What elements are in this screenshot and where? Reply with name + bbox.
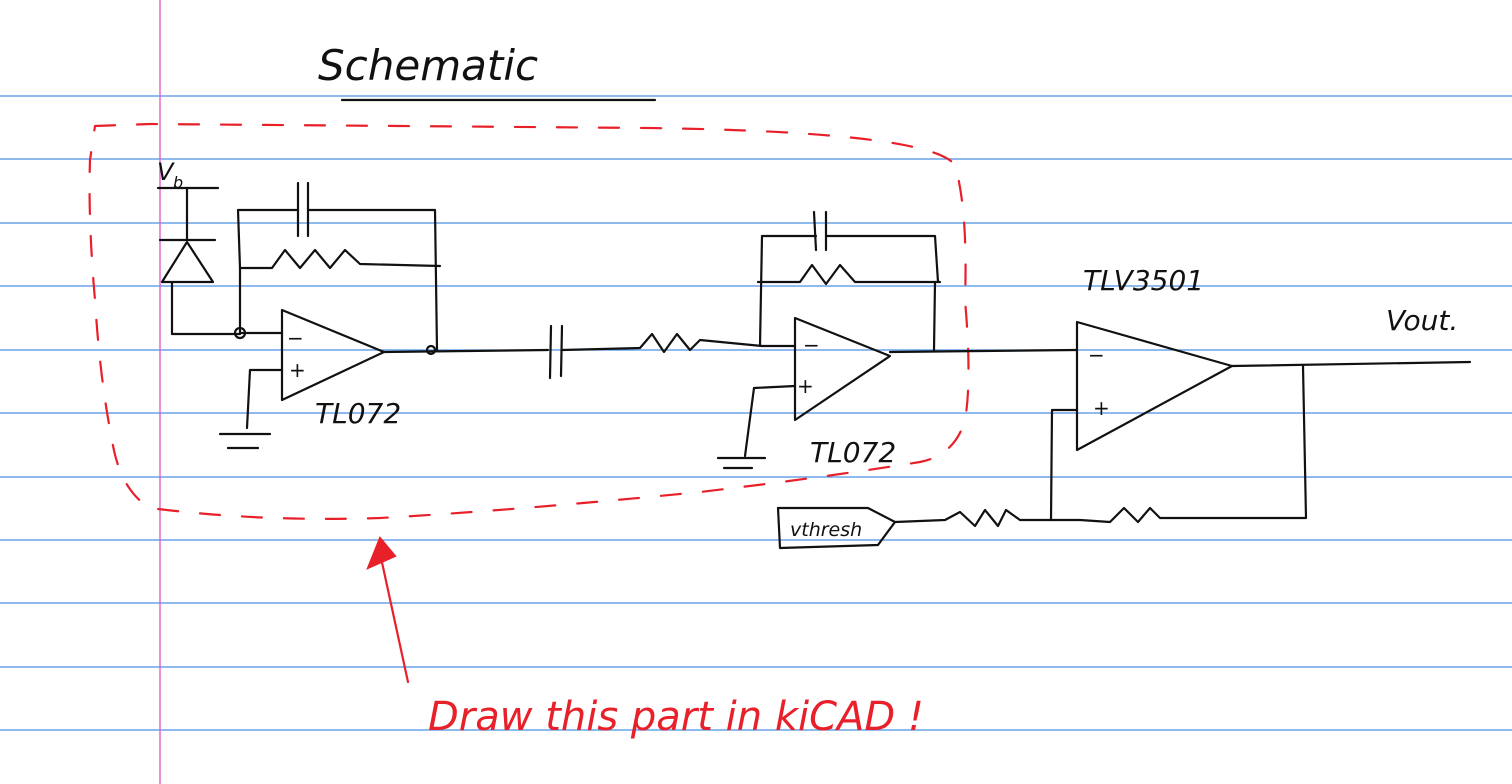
comparator-label: TLV3501	[1083, 264, 1204, 297]
threshold-label: vthresh	[790, 519, 862, 541]
selection-region	[88, 122, 970, 520]
comparator-plus: +	[1093, 396, 1110, 420]
feedback-network-2	[756, 210, 942, 352]
opamp1-minus: −	[287, 326, 304, 350]
opamp2-plus: +	[797, 374, 814, 398]
feedback-network-1	[236, 181, 442, 352]
opamp1-label: TL072	[315, 397, 401, 430]
annotation-text: Draw this part in kiCAD !	[428, 694, 924, 740]
comparator-minus: −	[1088, 343, 1105, 367]
opamp2-minus: −	[803, 333, 820, 357]
opamp1-plus: +	[289, 358, 306, 382]
threshold-input: vthresh	[776, 506, 897, 550]
coupling-network	[382, 324, 764, 380]
photodiode-bias: V b	[156, 158, 220, 192]
bias-subscript: b	[173, 173, 183, 192]
hysteresis-network	[893, 364, 1308, 528]
opamp2-label: TL072	[810, 436, 896, 469]
wire-to-comparator	[888, 348, 1078, 354]
page-title: Schematic	[318, 41, 538, 90]
output-label: Vout.	[1386, 304, 1458, 337]
ruled-lines	[0, 95, 1512, 731]
opamp-1: − +	[218, 308, 386, 450]
comparator: − +	[1075, 320, 1234, 452]
annotation-arrow	[366, 536, 410, 684]
junction-dot	[425, 344, 437, 356]
photodiode	[158, 186, 242, 336]
bias-label: V	[157, 158, 175, 186]
output-wire	[1230, 360, 1472, 368]
opamp-2: − +	[716, 316, 892, 470]
